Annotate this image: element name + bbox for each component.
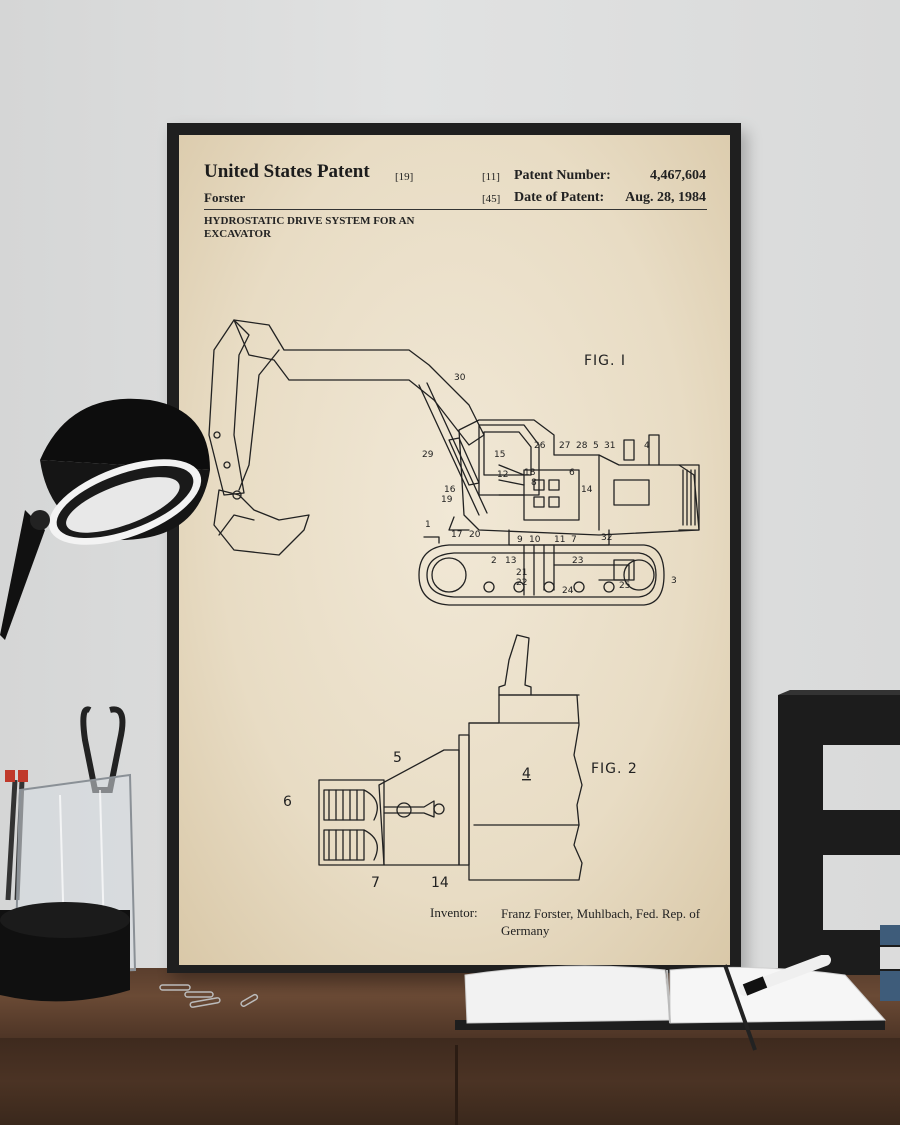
svg-text:14: 14 — [431, 875, 449, 891]
svg-text:15: 15 — [494, 450, 505, 460]
inventor-label: Inventor: — [430, 905, 478, 920]
patent-number: 4,467,604 — [650, 168, 706, 183]
number-code: [11] — [482, 171, 500, 183]
svg-text:5: 5 — [393, 750, 402, 766]
desk-front — [0, 1038, 900, 1125]
svg-text:4: 4 — [644, 441, 650, 451]
date-code: [45] — [482, 193, 501, 205]
svg-text:31: 31 — [604, 441, 615, 451]
svg-text:13: 13 — [505, 556, 516, 566]
fig2-label: FIG. 2 — [591, 761, 638, 777]
patent-title: United States Patent — [204, 161, 370, 182]
paper-clips — [159, 984, 259, 1008]
svg-text:24: 24 — [562, 586, 574, 596]
patent-poster: United States Patent [19] [11] Patent Nu… — [179, 135, 730, 965]
assignee-name: Forster — [204, 190, 246, 205]
svg-text:26: 26 — [534, 441, 546, 451]
desk-drawer-seam — [455, 1045, 458, 1125]
notebook-icon — [455, 955, 887, 1051]
patent-date: Aug. 28, 1984 — [625, 190, 706, 205]
svg-text:6: 6 — [569, 468, 575, 478]
excavator-drawing — [208, 319, 700, 881]
svg-text:32: 32 — [601, 533, 612, 543]
svg-text:21: 21 — [516, 568, 527, 578]
svg-text:18: 18 — [524, 468, 536, 478]
svg-text:30: 30 — [454, 373, 466, 383]
svg-text:11: 11 — [554, 535, 565, 545]
svg-text:12: 12 — [497, 470, 508, 480]
svg-text:1: 1 — [425, 520, 431, 530]
svg-text:20: 20 — [469, 530, 481, 540]
svg-text:9: 9 — [517, 535, 523, 545]
fig1-callouts: 30 29 15 12 18 26 27 28 5 31 4 16 19 8 1… — [422, 373, 677, 596]
patent-subtitle: HYDROSTATIC DRIVE SYSTEM FOR AN EXCAVATO… — [204, 215, 415, 240]
svg-text:29: 29 — [422, 450, 434, 460]
svg-text:22: 22 — [516, 578, 527, 588]
svg-text:3: 3 — [671, 576, 677, 586]
svg-text:17: 17 — [451, 530, 462, 540]
svg-text:8: 8 — [531, 478, 537, 488]
letter-e-icon — [778, 690, 900, 975]
svg-text:7: 7 — [371, 875, 380, 891]
title-code: [19] — [395, 171, 414, 183]
svg-text:7: 7 — [571, 535, 577, 545]
svg-text:14: 14 — [581, 485, 593, 495]
svg-text:16: 16 — [444, 485, 456, 495]
fig2-callouts: 5 6 4 7 14 — [283, 750, 531, 891]
svg-text:25: 25 — [619, 581, 630, 591]
svg-text:23: 23 — [572, 556, 583, 566]
svg-text:28: 28 — [576, 441, 588, 451]
number-label: Patent Number: — [514, 168, 611, 183]
svg-text:4: 4 — [522, 766, 531, 782]
book-stack — [880, 925, 900, 1001]
svg-text:10: 10 — [529, 535, 541, 545]
svg-text:27: 27 — [559, 441, 570, 451]
svg-text:6: 6 — [283, 794, 292, 810]
svg-text:5: 5 — [593, 441, 599, 451]
inventor-name: Franz Forster, Muhlbach, Fed. Rep. of Ge… — [501, 906, 701, 938]
svg-text:19: 19 — [441, 495, 453, 505]
desk-lamp-icon — [0, 398, 210, 1002]
date-label: Date of Patent: — [514, 190, 605, 205]
fig1-label: FIG. I — [584, 353, 627, 369]
header-rule — [204, 209, 707, 210]
svg-text:2: 2 — [491, 556, 497, 566]
